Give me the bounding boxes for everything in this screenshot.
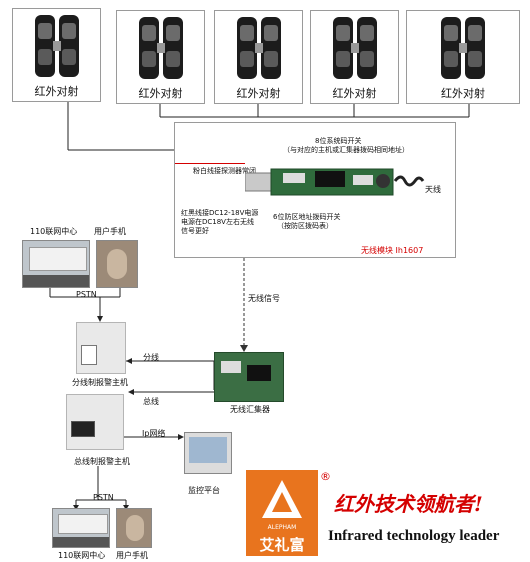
brand-logo: ALEPHAM 艾礼富: [246, 470, 318, 556]
wireless-signal-label: 无线信号: [248, 294, 280, 303]
sensor-label: 红外对射: [34, 85, 79, 98]
arrow-line-red: [175, 163, 245, 164]
power-label-1: 红黑线接DC12-18V电源: [181, 209, 259, 217]
module-name: 无线模块 Ih1607: [361, 246, 424, 255]
sensor-box-3: 红外对射: [214, 10, 303, 104]
power-label-2: 电源在DC18V左右无线: [181, 218, 254, 226]
sensor-box-4: 红外对射: [310, 10, 399, 104]
monitor-photo: [184, 432, 232, 474]
branch-line-label: 分线: [143, 353, 159, 362]
monitor-label: 监控平台: [188, 486, 220, 495]
sensor-label: 红外对射: [441, 87, 485, 100]
slogan-en: Infrared technology leader: [328, 528, 500, 544]
sensor-box-2: 红外对射: [116, 10, 205, 104]
brand-name: 艾礼富: [259, 536, 305, 554]
circuit-board-icon: [245, 168, 425, 196]
beam-sensor-icon: [236, 17, 281, 79]
wireless-collector-photo: [214, 352, 284, 402]
user-phone-label-top: 用户手机: [94, 227, 126, 236]
beam-sensor-icon: [332, 17, 377, 79]
sensor-label: 红外对射: [236, 87, 281, 100]
pstn-label-top: PSTN: [76, 290, 97, 299]
beam-sensor-icon: [441, 17, 485, 79]
user-phone-photo-bottom: [116, 508, 152, 548]
ip-network-label: Ip网络: [142, 429, 166, 438]
collector-label: 无线汇集器: [230, 405, 270, 414]
dip8-note: （与对应的主机或汇集器拨码相同地址）: [283, 146, 409, 154]
slogan-cn: 红外技术领航者!: [334, 492, 483, 516]
control-center-photo: [22, 240, 90, 288]
dip8-title: 8位系统码开关: [315, 137, 362, 145]
control-center-photo-bottom: [52, 508, 110, 548]
brand-mark-icon: [262, 480, 302, 518]
sensor-box-1: 红外对射: [12, 8, 101, 102]
beam-sensor-icon: [34, 15, 79, 77]
sensor-label: 红外对射: [332, 87, 377, 100]
sensor-label: 红外对射: [138, 87, 183, 100]
dip6-title: 6位防区地址拨码开关: [273, 213, 341, 221]
dip6-note: （按防区拨码表）: [277, 222, 333, 230]
user-phone-label-bottom: 用户手机: [116, 551, 148, 560]
sensor-box-5: 红外对射: [406, 10, 520, 104]
wireless-module-box: 8位系统码开关 （与对应的主机或汇集器拨码相同地址） 粉白线接探测器常闭 天线 …: [174, 122, 456, 258]
brand-logo-sub: ALEPHAM: [267, 524, 297, 531]
bus-line-label: 总线: [143, 397, 159, 406]
branch-alarm-host-photo: [76, 322, 126, 374]
antenna-label: 天线: [425, 185, 441, 194]
registered-mark: ®: [320, 470, 331, 483]
center-110-label-top: 110联网中心: [30, 227, 78, 236]
bus-alarm-host-photo: [66, 394, 124, 450]
pstn-label-bottom: PSTN: [93, 493, 114, 502]
branch-host-label: 分线制报警主机: [72, 378, 128, 387]
bus-host-label: 总线制报警主机: [74, 457, 130, 466]
probe-wire-label: 粉白线接探测器常闭: [193, 167, 256, 175]
power-label-3: 信号更好: [181, 227, 209, 235]
beam-sensor-icon: [138, 17, 183, 79]
center-110-label-bottom: 110联网中心: [58, 551, 106, 560]
user-phone-photo: [96, 240, 138, 288]
